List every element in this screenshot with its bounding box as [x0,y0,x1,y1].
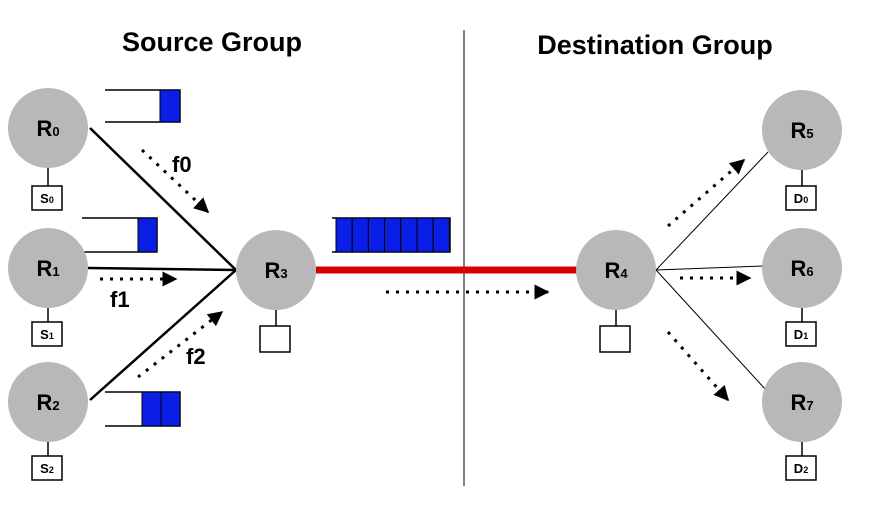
queue-bottleneck [332,217,451,253]
router-r4-box [599,310,631,353]
router-r3: R3 [236,230,316,310]
router-r4: R4 [576,230,656,310]
host-s2: S2 [31,442,63,481]
packet [400,217,418,253]
link-r4-r6 [655,265,765,271]
router-r5: R5 [762,90,842,170]
packet [351,217,369,253]
flow-label-f1: f1 [110,287,130,312]
packet [141,391,162,427]
svg-text:R2: R2 [36,390,59,415]
link-r4-r5 [655,151,769,271]
packet [367,217,386,253]
packet [137,217,158,253]
flow-arrow-to-r5 [667,158,746,228]
host-s0: S0 [31,168,63,211]
svg-text:R6: R6 [790,256,813,281]
packet [416,217,434,253]
source-group-title: Source Group [122,27,302,57]
svg-text:S0: S0 [40,191,54,206]
link-r0-r3 [89,127,237,271]
host-d2: D2 [785,442,817,481]
link-r1-r3 [87,266,237,272]
svg-text:R5: R5 [790,118,813,143]
router-r3-box [259,310,291,353]
flow-arrow-to-r7 [666,331,730,402]
flow-label-f0: f0 [172,152,192,177]
svg-text:D1: D1 [794,327,808,342]
packet [335,217,353,253]
packet [384,217,402,253]
svg-text:R0: R0 [36,116,59,141]
link-r4-r7 [655,269,767,391]
router-r1: R1 [8,228,88,308]
svg-text:D2: D2 [794,461,808,476]
svg-text:S2: S2 [40,461,54,476]
router-r2: R2 [8,362,88,442]
router-r7: R7 [762,362,842,442]
queue-r0 [105,89,181,123]
queue-r2 [105,391,181,427]
link-r2-r3 [89,269,237,401]
flow-label-f2: f2 [186,344,206,369]
svg-text:R4: R4 [604,258,628,283]
host-s1: S1 [31,308,63,347]
packet [160,391,181,427]
destination-group-title: Destination Group [537,30,773,60]
svg-text:R1: R1 [36,256,59,281]
packet [432,217,450,253]
queue-r1 [82,217,158,253]
router-r0: R0 [8,88,88,168]
svg-text:S1: S1 [40,327,54,342]
svg-text:D0: D0 [794,191,808,206]
svg-text:R3: R3 [264,258,287,283]
host-d0: D0 [785,170,817,211]
svg-text:R7: R7 [790,390,813,415]
packet [159,89,181,123]
router-r6: R6 [762,228,842,308]
host-d1: D1 [785,308,817,347]
